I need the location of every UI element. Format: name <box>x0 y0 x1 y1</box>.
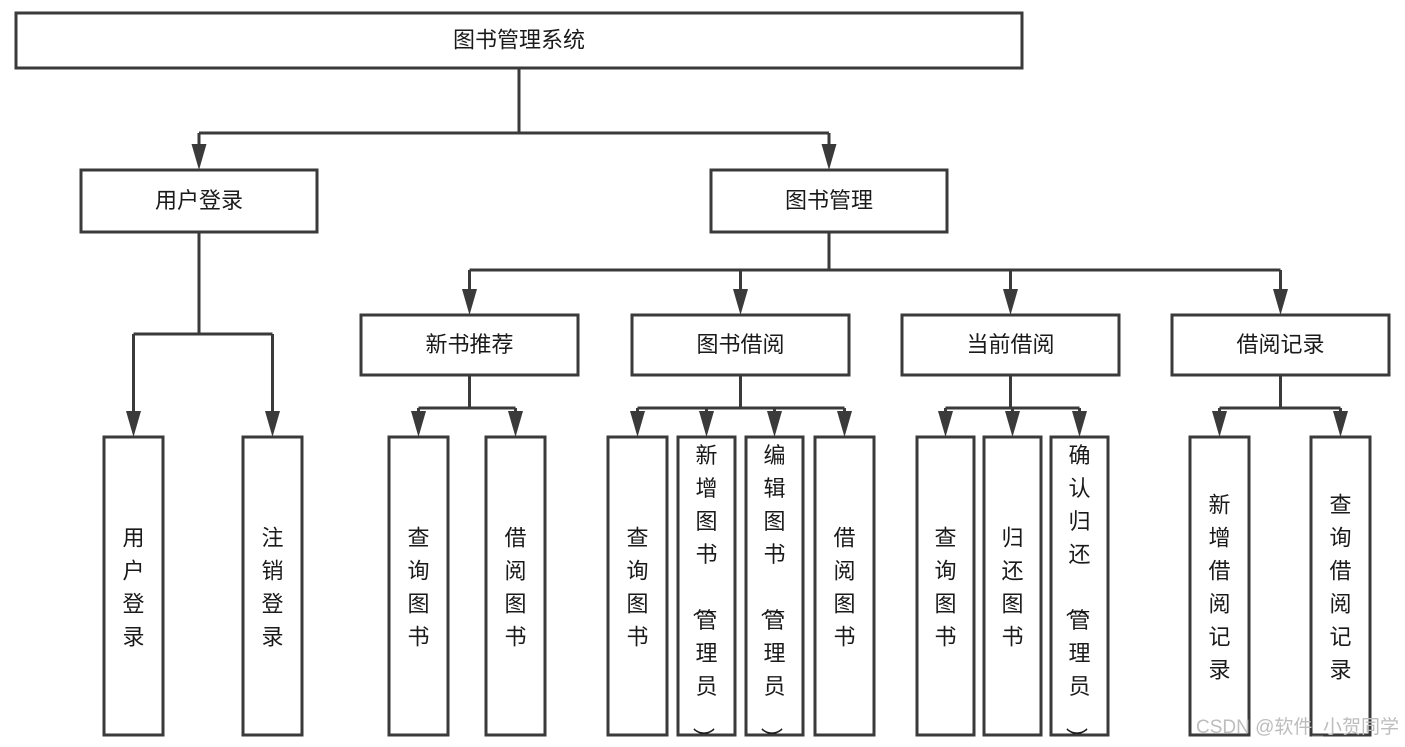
arrow-head-icon <box>938 411 953 437</box>
node-leaf-user-login[interactable]: 用户登录 <box>102 435 165 737</box>
node-label: 用户登录 <box>122 526 144 650</box>
node-login[interactable]: 用户登录 <box>79 168 319 234</box>
arrow-head-icon <box>462 289 477 315</box>
node-label: 新增借阅记录 <box>1208 493 1230 683</box>
node-box <box>744 435 805 737</box>
node-leaf-borrow-lend[interactable]: 借阅图书 <box>813 435 876 737</box>
node-leaf-current-query[interactable]: 查询图书 <box>915 435 976 737</box>
node-box <box>1188 435 1251 737</box>
node-box <box>241 435 304 737</box>
arrow-head-icon <box>508 411 523 437</box>
node-box <box>982 435 1043 737</box>
node-leaf-record-add[interactable]: 新增借阅记录 <box>1188 435 1251 737</box>
node-record[interactable]: 借阅记录 <box>1170 313 1391 377</box>
arrow-head-icon <box>837 411 852 437</box>
arrow-head-icon <box>1003 289 1018 315</box>
node-box <box>1309 435 1372 737</box>
node-leaf-newbook-query[interactable]: 查询图书 <box>387 435 450 737</box>
arrow-head-icon <box>821 144 837 170</box>
arrow-head-icon <box>265 411 280 437</box>
node-label: 用户登录 <box>155 188 243 213</box>
arrow-head-icon <box>126 411 141 437</box>
node-box <box>1049 435 1110 737</box>
node-borrow[interactable]: 图书借阅 <box>630 313 851 377</box>
node-label: 图书借阅 <box>696 332 784 357</box>
node-newbook[interactable]: 新书推荐 <box>359 313 580 377</box>
node-leaf-borrow-add[interactable]: 新增图书（管理员） <box>676 435 737 747</box>
node-bookmgmt[interactable]: 图书管理 <box>709 168 949 234</box>
node-leaf-newbook-borrow[interactable]: 借阅图书 <box>484 435 547 737</box>
node-box <box>484 435 547 737</box>
node-label: 查询借阅记录 <box>1329 493 1351 683</box>
node-label: 查询图书 <box>934 526 956 650</box>
arrow-head-icon <box>191 144 207 170</box>
node-label: 借阅记录 <box>1236 332 1324 357</box>
node-label: 借阅图书 <box>833 526 855 650</box>
arrow-head-icon <box>699 411 714 437</box>
node-label: 图书管理 <box>785 188 873 213</box>
node-label: 查询图书 <box>626 526 648 650</box>
arrow-head-icon <box>1005 411 1020 437</box>
node-box <box>79 168 319 234</box>
node-label: 注销登录 <box>261 526 283 650</box>
arrow-head-icon <box>1072 411 1087 437</box>
node-current[interactable]: 当前借阅 <box>900 313 1121 377</box>
node-box <box>915 435 976 737</box>
node-leaf-current-confirm[interactable]: 确认归还（管理员） <box>1049 435 1110 747</box>
node-box <box>359 313 580 377</box>
node-box <box>1170 313 1391 377</box>
node-leaf-borrow-edit[interactable]: 编辑图书（管理员） <box>744 435 805 747</box>
node-box <box>387 435 450 737</box>
node-label: 归还图书 <box>1001 526 1023 650</box>
node-label: 查询图书 <box>407 526 429 650</box>
arrow-head-icon <box>1273 289 1288 315</box>
node-leaf-record-query[interactable]: 查询借阅记录 <box>1309 435 1372 737</box>
node-box <box>813 435 876 737</box>
node-label: 编辑图书（管理员） <box>758 443 785 747</box>
node-label: 当前借阅 <box>966 332 1054 357</box>
node-box <box>606 435 669 737</box>
connector-layer <box>126 68 1348 437</box>
node-box <box>676 435 737 737</box>
arrow-head-icon <box>733 289 748 315</box>
node-box <box>709 168 949 234</box>
node-box <box>102 435 165 737</box>
node-leaf-user-logout[interactable]: 注销登录 <box>241 435 304 737</box>
arrow-head-icon <box>1212 411 1227 437</box>
arrow-head-icon <box>411 411 426 437</box>
arrow-head-icon <box>630 411 645 437</box>
node-box <box>14 11 1024 70</box>
node-box <box>900 313 1121 377</box>
node-label: 新增图书（管理员） <box>690 443 717 747</box>
node-label: 图书管理系统 <box>453 27 585 52</box>
node-layer: 图书管理系统用户登录图书管理新书推荐图书借阅当前借阅借阅记录用户登录注销登录查询… <box>14 11 1391 747</box>
node-root[interactable]: 图书管理系统 <box>14 11 1024 70</box>
csdn-watermark: CSDN @软件_小贺同学 <box>1196 716 1399 738</box>
node-label: 新书推荐 <box>425 332 513 357</box>
node-leaf-current-return[interactable]: 归还图书 <box>982 435 1043 737</box>
node-label: 借阅图书 <box>504 526 526 650</box>
node-leaf-borrow-query[interactable]: 查询图书 <box>606 435 669 737</box>
arrow-head-icon <box>1333 411 1348 437</box>
node-label: 确认归还（管理员） <box>1063 443 1090 747</box>
arrow-head-icon <box>767 411 782 437</box>
node-box <box>630 313 851 377</box>
